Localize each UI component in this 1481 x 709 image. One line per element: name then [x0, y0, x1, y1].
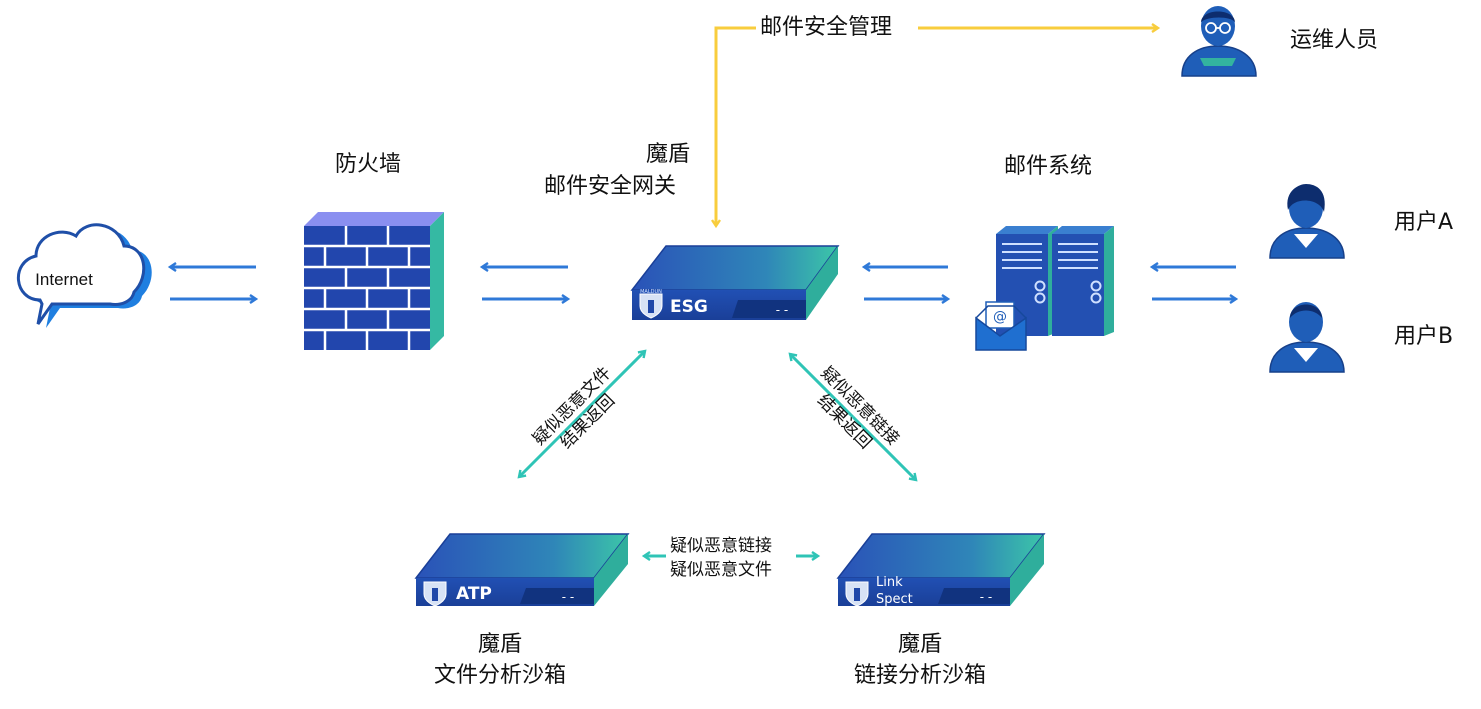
mail-system-label: 邮件系统 [1004, 154, 1093, 179]
linkspect-device-label-1: Link [876, 575, 903, 590]
atp-title-line2: 文件分析沙箱 [433, 663, 566, 688]
arrow-up-right [580, 349, 647, 416]
bottom-edge-label-2: 疑似恶意文件 [670, 560, 772, 580]
blue-arrows [167, 262, 1239, 304]
atp-device-label: ATP [456, 584, 492, 604]
arrow-up-left [788, 352, 855, 419]
link-title-line2: 链接分析沙箱 [853, 663, 986, 688]
arrow-down-right [851, 415, 918, 482]
atp-title-line1: 魔盾 [477, 632, 522, 657]
esg-device-label: ESG [670, 297, 708, 317]
user-b-label: 用户B [1394, 324, 1454, 349]
esg-title-line1: 魔盾 [646, 142, 691, 167]
device-indicator: - - [776, 303, 788, 317]
mgmt-label: 邮件安全管理 [760, 15, 893, 40]
user-a-person-icon [1269, 184, 1345, 259]
arrow-down-left [517, 412, 584, 479]
device-indicator: - - [980, 590, 992, 604]
user-b-person-icon [1269, 302, 1345, 373]
logo-text: MALDUN [640, 289, 662, 295]
ops-label: 运维人员 [1290, 28, 1379, 53]
user-a-label: 用户A [1394, 210, 1454, 235]
esg-title-line2: 邮件安全网关 [544, 174, 677, 199]
internet-cloud-icon: Internet [17, 223, 152, 328]
link-title-line1: 魔盾 [897, 632, 942, 657]
yellow-arrows [711, 23, 1161, 229]
email-at-glyph: @ [993, 309, 1007, 325]
internet-label: Internet [35, 270, 93, 289]
atp-device-icon: ATP - - [414, 533, 630, 607]
email-envelope-icon: @ [975, 301, 1027, 351]
firewall-icon [304, 212, 444, 350]
ops-person-icon [1181, 6, 1257, 77]
device-indicator: - - [562, 590, 574, 604]
linkspect-device-icon: Link Spect - - [836, 533, 1046, 607]
linkspect-device-label-2: Spect [876, 592, 913, 607]
bottom-edge-label-1: 疑似恶意链接 [670, 536, 772, 556]
mail-server-icon [996, 226, 1114, 336]
arrow-down [711, 26, 756, 229]
esg-device-icon: MALDUN ESG - - [630, 245, 840, 320]
teal-arrows [517, 349, 918, 561]
firewall-label: 防火墙 [334, 152, 401, 177]
